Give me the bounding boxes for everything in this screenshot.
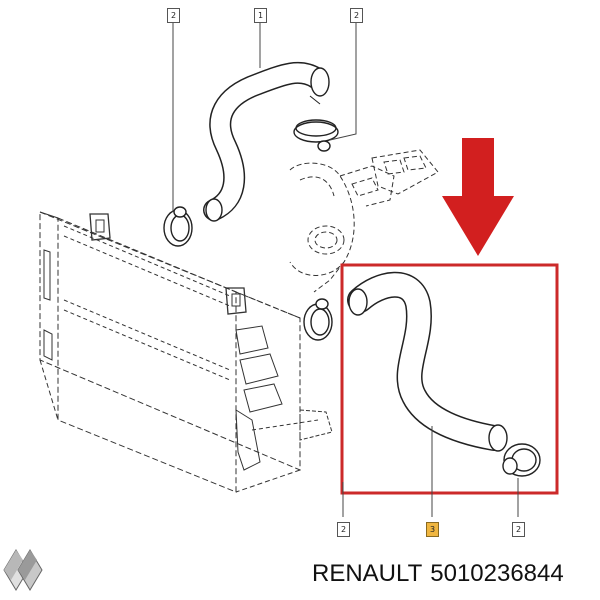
callout-1-top-mid: 1 xyxy=(254,8,267,23)
callout-2-top-left: 2 xyxy=(167,8,180,23)
renault-logo-icon xyxy=(3,549,43,591)
clamp-bottom-right xyxy=(502,443,541,477)
clamp-top-right xyxy=(293,119,339,152)
callout-2-bottom-right: 2 xyxy=(512,522,525,537)
highlight-frame xyxy=(340,263,559,495)
radiator-assembly xyxy=(39,211,333,493)
upper-hose-part-1 xyxy=(203,61,330,222)
part-caption: RENAULT 5010236844 xyxy=(312,556,598,592)
callout-2-top-right: 2 xyxy=(350,8,363,23)
lower-hose-part-3 xyxy=(347,271,508,452)
part-number: 5010236844 xyxy=(430,560,564,587)
callout-3-bottom-mid: 3 xyxy=(426,522,439,537)
brand-label: RENAULT xyxy=(312,560,423,587)
down-arrow-indicator xyxy=(442,138,514,256)
clamp-mid xyxy=(303,298,333,341)
leader-lines xyxy=(172,22,519,517)
clamp-top-left xyxy=(163,206,193,247)
turbo-housing xyxy=(289,149,439,293)
callout-2-bottom-left: 2 xyxy=(337,522,350,537)
